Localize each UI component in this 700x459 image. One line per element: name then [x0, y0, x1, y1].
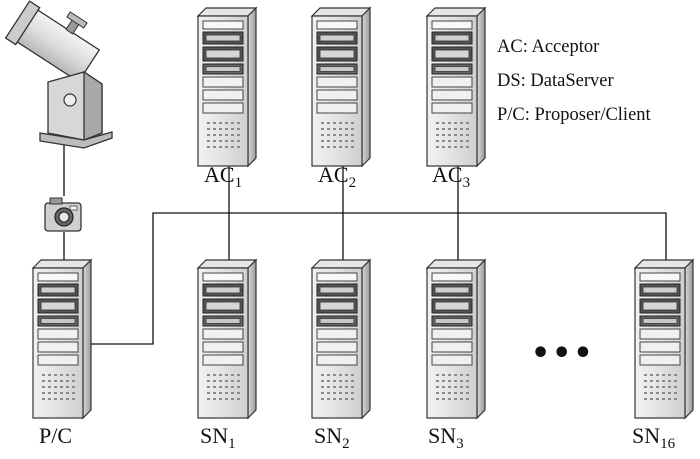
server-sn2[interactable]	[311, 259, 371, 419]
server-sn3[interactable]	[426, 259, 486, 419]
legend: AC: Acceptor DS: DataServer P/C: Propose…	[497, 30, 651, 132]
server-sn1[interactable]	[197, 259, 257, 419]
label-ac3: AC3	[432, 162, 471, 192]
ellipsis-more-nodes: •••	[531, 336, 595, 371]
camera-icon	[44, 197, 82, 232]
legend-item-proposer-client: P/C: Proposer/Client	[497, 105, 651, 125]
legend-item-dataserver: DS: DataServer	[497, 71, 614, 91]
label-sn2: SN2	[314, 423, 350, 453]
legend-item-acceptor: AC: Acceptor	[497, 37, 600, 57]
server-sn16[interactable]	[634, 259, 694, 419]
link-bus	[87, 212, 667, 345]
server-ac3[interactable]	[426, 7, 486, 167]
telescope-icon	[4, 0, 113, 149]
label-ac1: AC1	[204, 162, 243, 192]
label-sn1: SN1	[200, 423, 236, 453]
server-pc[interactable]	[32, 259, 92, 419]
server-ac2[interactable]	[311, 7, 371, 167]
server-ac1[interactable]	[197, 7, 257, 167]
label-ac2: AC2	[318, 162, 357, 192]
label-sn3: SN3	[428, 423, 464, 453]
network-links	[63, 143, 667, 345]
label-sn16: SN16	[632, 423, 676, 453]
label-pc: P/C	[39, 423, 73, 448]
